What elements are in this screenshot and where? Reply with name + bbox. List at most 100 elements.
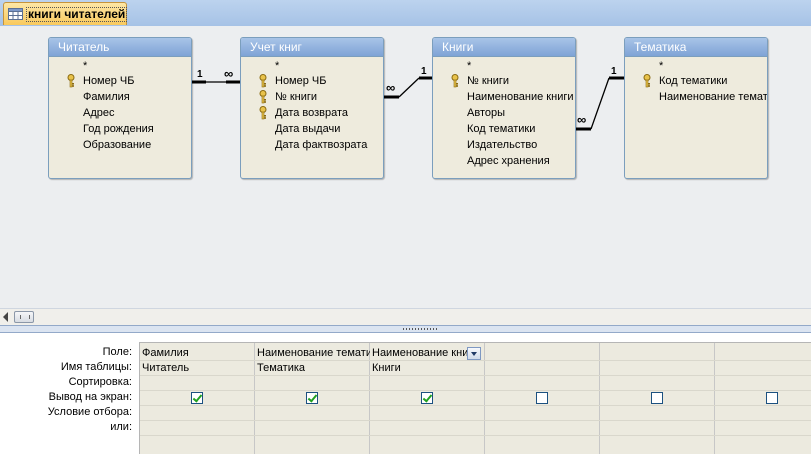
field-cell[interactable] [600,346,715,361]
field-list-item[interactable]: Номер ЧБ [49,73,191,89]
primary-key-icon [259,90,267,104]
or-cell[interactable] [715,421,811,436]
show-checkbox[interactable] [421,392,433,404]
pane-splitter[interactable] [0,325,811,333]
criteria-cell[interactable] [140,406,255,421]
chevron-down-icon[interactable] [467,347,481,360]
field-cell[interactable] [485,346,600,361]
criteria-cell[interactable] [255,406,370,421]
relationship-2-one: 1 [421,66,427,77]
primary-key-icon [259,74,267,88]
field-list-item[interactable]: * [275,60,280,72]
table-window-title[interactable]: Читатель [49,38,191,57]
field-list-item[interactable]: Адрес [83,107,115,119]
design-horizontal-scrollbar[interactable] [0,308,811,325]
show-checkbox[interactable] [191,392,203,404]
show-cell[interactable] [255,391,370,406]
relationship-3-many: ∞ [577,112,587,127]
field-list-item[interactable]: Наименование книги [467,91,574,103]
or-cell[interactable] [600,421,715,436]
show-cell[interactable] [370,391,485,406]
table-window-title[interactable]: Учет книг [241,38,383,57]
field-list-item[interactable]: Издательство [467,139,538,151]
or-cell[interactable] [255,421,370,436]
field-list-item[interactable]: Код тематики [467,123,536,135]
or-cell[interactable] [370,421,485,436]
field-list-item[interactable]: Код тематики [625,73,767,89]
or-cell[interactable] [140,421,255,436]
field-list-item[interactable]: Номер ЧБ [241,73,383,89]
grid-column[interactable] [715,343,811,454]
field-name: Номер ЧБ [275,75,327,87]
field-list-item[interactable]: Дата фактвозрата [275,139,368,151]
criteria-cell[interactable] [485,406,600,421]
show-cell[interactable] [140,391,255,406]
show-cell[interactable] [485,391,600,406]
show-checkbox[interactable] [651,392,663,404]
table-window-title[interactable]: Тематика [625,38,767,57]
table-cell[interactable] [485,361,600,376]
primary-key-icon [643,74,651,88]
field-list-item[interactable]: * [467,60,472,72]
field-name: Дата возврата [275,107,349,119]
show-cell[interactable] [600,391,715,406]
table-cell[interactable]: Книги [370,361,485,376]
sort-cell[interactable] [485,376,600,391]
field-cell[interactable]: Наименование тематики [255,346,370,361]
splitter-grip-icon [403,328,437,330]
table-cell[interactable]: Читатель [140,361,255,376]
sort-cell[interactable] [370,376,485,391]
table-window-title[interactable]: Книги [433,38,575,57]
grid-column[interactable]: Наименование тематики Тематика [255,343,370,454]
table-window-uchet-knig[interactable]: Учет книг * Номер ЧБ № книги Дата возвра… [240,37,384,179]
query-design-area[interactable]: 1 ∞ ∞ 1 ∞ 1 Читатель * Номер ЧБ Фамилия … [0,26,811,308]
table-window-tematika[interactable]: Тематика * Код тематики Наименование тем… [624,37,768,179]
table-cell[interactable] [715,361,811,376]
field-list-item[interactable]: Дата выдачи [275,123,341,135]
query-icon [8,8,23,20]
field-cell[interactable]: Наименование книги [370,346,485,361]
row-label-criteria: Условие отбора: [47,406,132,418]
field-list-item[interactable]: Наименование тематики [659,91,767,103]
scrollbar-thumb[interactable] [14,311,34,323]
field-cell[interactable]: Фамилия [140,346,255,361]
table-cell[interactable] [600,361,715,376]
scroll-left-arrow-icon[interactable] [3,312,8,322]
grid-row-labels: Поле: Имя таблицы: Сортировка: Вывод на … [0,333,139,453]
table-window-knigi[interactable]: Книги * № книги Наименование книги Автор… [432,37,576,179]
grid-column[interactable] [600,343,715,454]
sort-cell[interactable] [600,376,715,391]
criteria-cell[interactable] [600,406,715,421]
sort-cell[interactable] [140,376,255,391]
field-list-item[interactable]: Фамилия [83,91,130,103]
sort-cell[interactable] [715,376,811,391]
show-cell[interactable] [715,391,811,406]
row-label-show: Вывод на экран: [48,391,132,403]
field-list-item[interactable]: * [83,60,88,72]
field-list-item[interactable]: № книги [433,73,575,89]
criteria-cell[interactable] [715,406,811,421]
or-cell[interactable] [485,421,600,436]
field-list-item[interactable]: Авторы [467,107,505,119]
field-list-item[interactable]: Образование [83,139,152,151]
query-tab[interactable]: книги читателей [3,2,128,25]
field-list-item[interactable]: Адрес хранения [467,155,550,167]
field-list-item[interactable]: Дата возврата [241,105,383,121]
table-window-chitatel[interactable]: Читатель * Номер ЧБ Фамилия Адрес Год ро… [48,37,192,179]
grid-column[interactable] [485,343,600,454]
field-list-item[interactable]: Год рождения [83,123,154,135]
sort-cell[interactable] [255,376,370,391]
show-checkbox[interactable] [766,392,778,404]
relationship-lines [191,76,624,131]
table-cell[interactable]: Тематика [255,361,370,376]
criteria-cell[interactable] [370,406,485,421]
grid-column[interactable]: Наименование книги Книги [370,343,485,454]
relationship-1-one: 1 [197,69,203,80]
show-checkbox[interactable] [536,392,548,404]
field-name: № книги [467,75,510,87]
grid-column[interactable]: Фамилия Читатель [140,343,255,454]
field-cell[interactable] [715,346,811,361]
field-list-item[interactable]: * [659,60,664,72]
field-list-item[interactable]: № книги [241,89,383,105]
show-checkbox[interactable] [306,392,318,404]
